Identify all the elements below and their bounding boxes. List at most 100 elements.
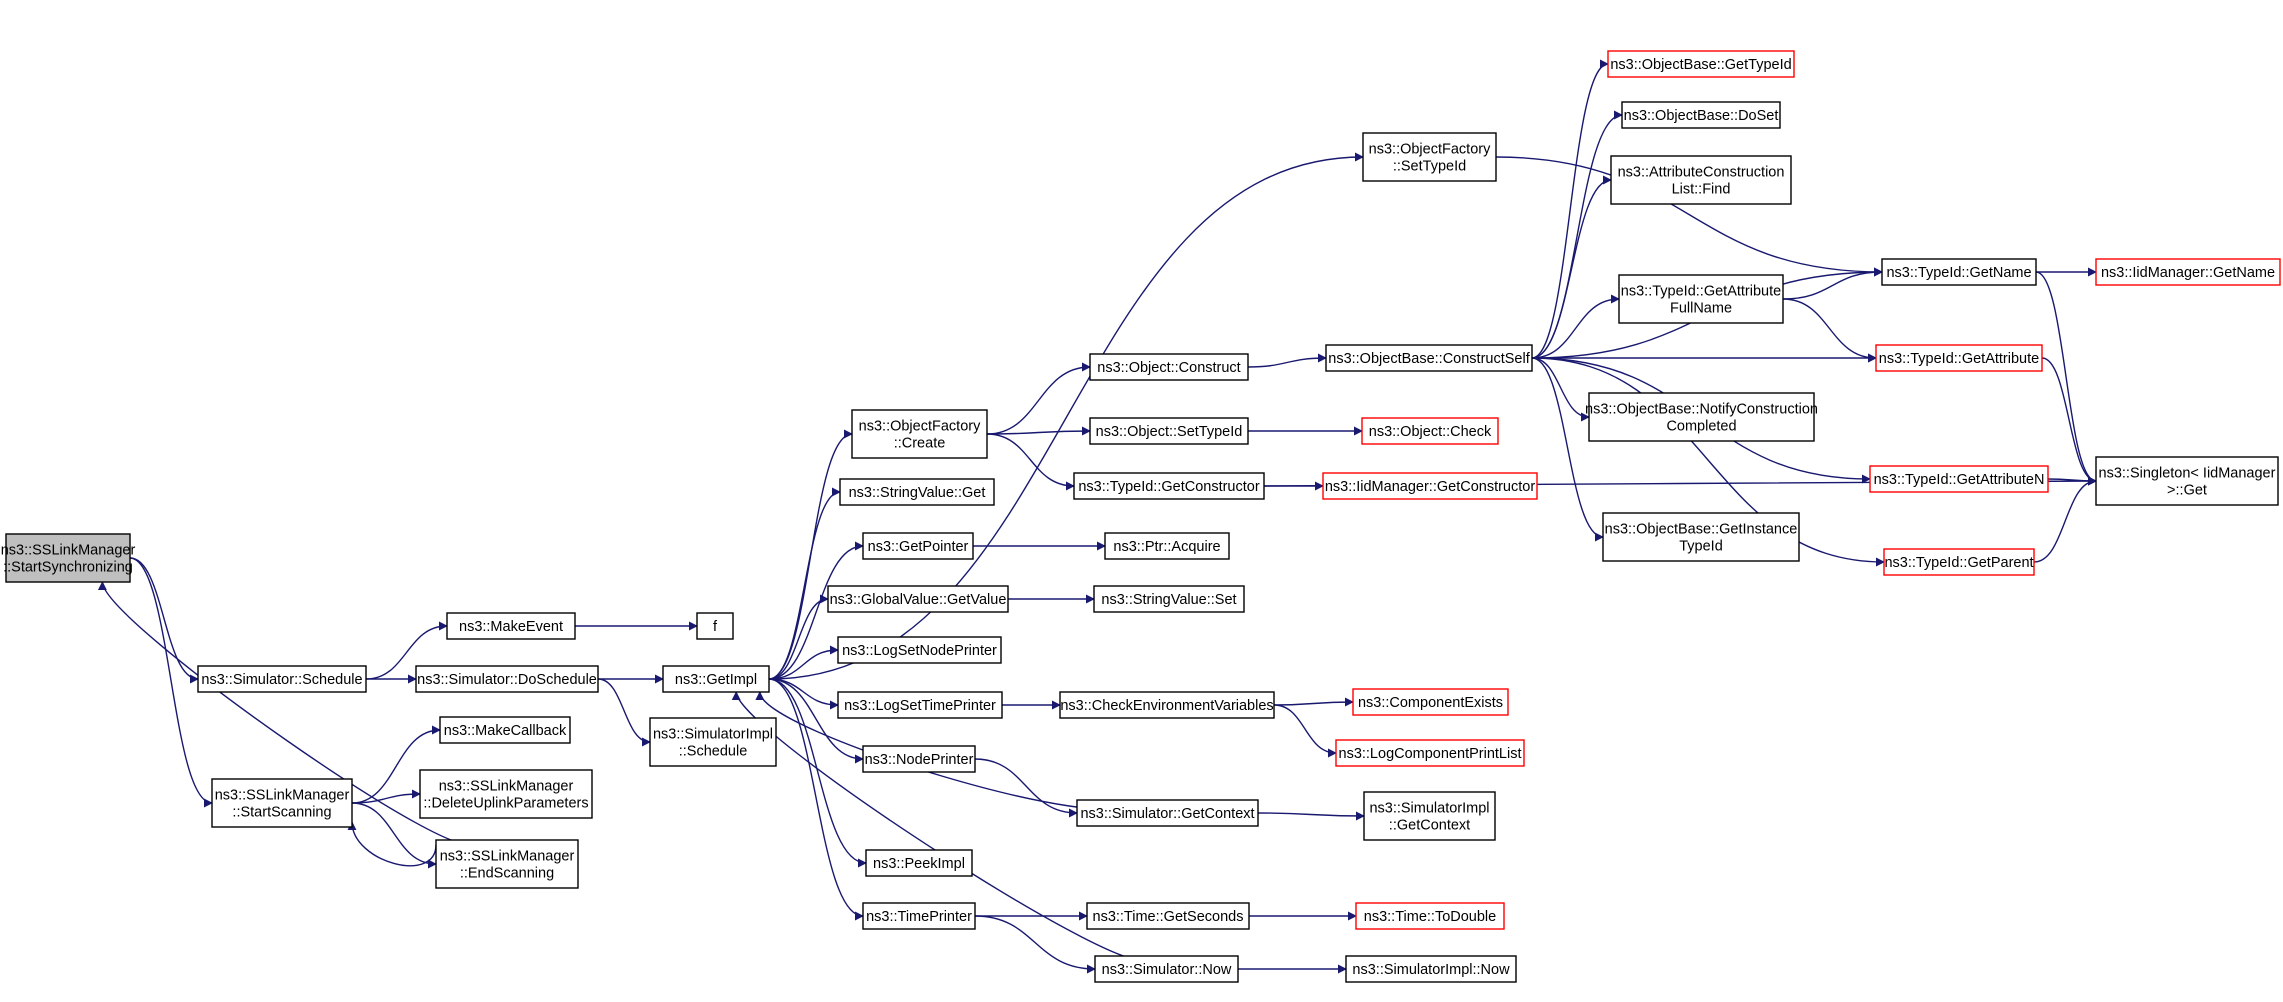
graph-node[interactable]: ns3::SimulatorImpl::Schedule: [649, 717, 777, 767]
graph-node[interactable]: ns3::Object::Check: [1361, 417, 1499, 445]
node-box[interactable]: [1322, 472, 1538, 500]
graph-node[interactable]: ns3::CheckEnvironmentVariables: [1059, 691, 1275, 719]
node-box[interactable]: [419, 769, 593, 819]
graph-node[interactable]: ns3::PeekImpl: [865, 849, 973, 877]
graph-node[interactable]: ns3::ObjectBase::GetTypeId: [1607, 50, 1795, 78]
graph-node[interactable]: ns3::SimulatorImpl::Now: [1345, 955, 1517, 983]
node-box[interactable]: [837, 636, 1002, 664]
graph-node[interactable]: ns3::LogSetTimePrinter: [837, 691, 1003, 719]
node-box[interactable]: [1588, 392, 1815, 442]
graph-node[interactable]: ns3::SSLinkManager::StartSynchronizing: [1, 533, 136, 583]
graph-node[interactable]: ns3::TimePrinter: [862, 902, 976, 930]
graph-node[interactable]: ns3::StringValue::Get: [839, 478, 995, 506]
node-box[interactable]: [696, 612, 734, 640]
node-box[interactable]: [1869, 465, 2049, 493]
graph-node[interactable]: ns3::ObjectBase::NotifyConstructionCompl…: [1585, 392, 1818, 442]
node-box[interactable]: [1086, 902, 1250, 930]
node-box[interactable]: [1607, 50, 1795, 78]
node-box[interactable]: [1325, 344, 1533, 372]
node-box[interactable]: [1881, 258, 2037, 286]
graph-node[interactable]: ns3::Time::GetSeconds: [1086, 902, 1250, 930]
graph-node[interactable]: ns3::Simulator::DoSchedule: [415, 665, 599, 693]
graph-node[interactable]: ns3::GetPointer: [862, 532, 974, 560]
node-box[interactable]: [1355, 902, 1505, 930]
node-box[interactable]: [1610, 155, 1792, 205]
graph-node[interactable]: ns3::Ptr::Acquire: [1104, 532, 1230, 560]
node-box[interactable]: [439, 716, 571, 744]
graph-node[interactable]: ns3::ComponentExists: [1352, 688, 1509, 716]
graph-node[interactable]: ns3::ObjectFactory::SetTypeId: [1362, 132, 1497, 182]
graph-node[interactable]: ns3::SimulatorImpl::GetContext: [1363, 791, 1496, 841]
node-box[interactable]: [1076, 799, 1259, 827]
graph-node[interactable]: ns3::TypeId::GetConstructor: [1073, 472, 1265, 500]
node-box[interactable]: [197, 665, 367, 693]
graph-node[interactable]: ns3::IidManager::GetName: [2095, 258, 2281, 286]
graph-node[interactable]: ns3::MakeEvent: [446, 612, 576, 640]
node-box[interactable]: [1361, 417, 1499, 445]
graph-node[interactable]: ns3::SSLinkManager::StartScanning: [211, 778, 353, 828]
node-box[interactable]: [1104, 532, 1230, 560]
node-box[interactable]: [837, 691, 1003, 719]
graph-node[interactable]: ns3::StringValue::Set: [1093, 585, 1245, 613]
node-box[interactable]: [2095, 258, 2281, 286]
graph-node[interactable]: ns3::ObjectFactory::Create: [851, 409, 988, 459]
graph-node[interactable]: ns3::Simulator::GetContext: [1076, 799, 1259, 827]
graph-node[interactable]: ns3::TypeId::GetAttribute: [1875, 344, 2043, 372]
graph-node[interactable]: ns3::GetImpl: [662, 665, 770, 693]
node-box[interactable]: [862, 745, 976, 773]
node-box[interactable]: [1094, 955, 1239, 983]
node-box[interactable]: [827, 585, 1009, 613]
node-box[interactable]: [5, 533, 131, 583]
graph-node[interactable]: ns3::GlobalValue::GetValue: [827, 585, 1009, 613]
graph-node[interactable]: ns3::Time::ToDouble: [1355, 902, 1505, 930]
node-box[interactable]: [1362, 132, 1497, 182]
node-box[interactable]: [1363, 791, 1496, 841]
graph-node[interactable]: ns3::NodePrinter: [862, 745, 976, 773]
graph-node[interactable]: ns3::Singleton< IidManager >::Get: [2095, 456, 2279, 506]
node-box[interactable]: [1093, 585, 1245, 613]
node-box[interactable]: [211, 778, 353, 828]
graph-node[interactable]: ns3::SSLinkManager::EndScanning: [435, 839, 579, 889]
node-box[interactable]: [649, 717, 777, 767]
graph-node[interactable]: ns3::SSLinkManager::DeleteUplinkParamete…: [419, 769, 593, 819]
node-box[interactable]: [862, 902, 976, 930]
node-box[interactable]: [1335, 739, 1525, 767]
graph-node[interactable]: ns3::TypeId::GetName: [1881, 258, 2037, 286]
node-box[interactable]: [1602, 512, 1800, 562]
graph-node[interactable]: ns3::IidManager::GetConstructor: [1322, 472, 1538, 500]
node-box[interactable]: [1073, 472, 1265, 500]
graph-node[interactable]: ns3::TypeId::GetAttributeN: [1869, 465, 2049, 493]
graph-node[interactable]: ns3::Object::Construct: [1089, 353, 1249, 381]
node-box[interactable]: [1345, 955, 1517, 983]
node-box[interactable]: [2095, 456, 2279, 506]
node-box[interactable]: [1352, 688, 1509, 716]
graph-node[interactable]: ns3::TypeId::GetParent: [1883, 548, 2035, 576]
node-box[interactable]: [1089, 353, 1249, 381]
node-box[interactable]: [446, 612, 576, 640]
node-box[interactable]: [1883, 548, 2035, 576]
node-box[interactable]: [839, 478, 995, 506]
graph-node[interactable]: ns3::ObjectBase::ConstructSelf: [1325, 344, 1533, 372]
node-box[interactable]: [662, 665, 770, 693]
node-box[interactable]: [1621, 101, 1781, 129]
node-box[interactable]: [415, 665, 599, 693]
graph-node[interactable]: f: [696, 612, 734, 640]
graph-node[interactable]: ns3::Object::SetTypeId: [1089, 417, 1249, 445]
graph-node[interactable]: ns3::MakeCallback: [439, 716, 571, 744]
node-box[interactable]: [435, 839, 579, 889]
node-box[interactable]: [851, 409, 988, 459]
graph-node[interactable]: ns3::LogSetNodePrinter: [837, 636, 1002, 664]
graph-node[interactable]: ns3::ObjectBase::DoSet: [1621, 101, 1781, 129]
graph-node[interactable]: ns3::Simulator::Now: [1094, 955, 1239, 983]
graph-node[interactable]: ns3::Simulator::Schedule: [197, 665, 367, 693]
graph-node[interactable]: ns3::LogComponentPrintList: [1335, 739, 1525, 767]
node-box[interactable]: [1089, 417, 1249, 445]
node-box[interactable]: [865, 849, 973, 877]
node-box[interactable]: [862, 532, 974, 560]
node-box[interactable]: [1875, 344, 2043, 372]
node-box[interactable]: [1059, 691, 1275, 719]
node-box[interactable]: [1618, 274, 1784, 324]
